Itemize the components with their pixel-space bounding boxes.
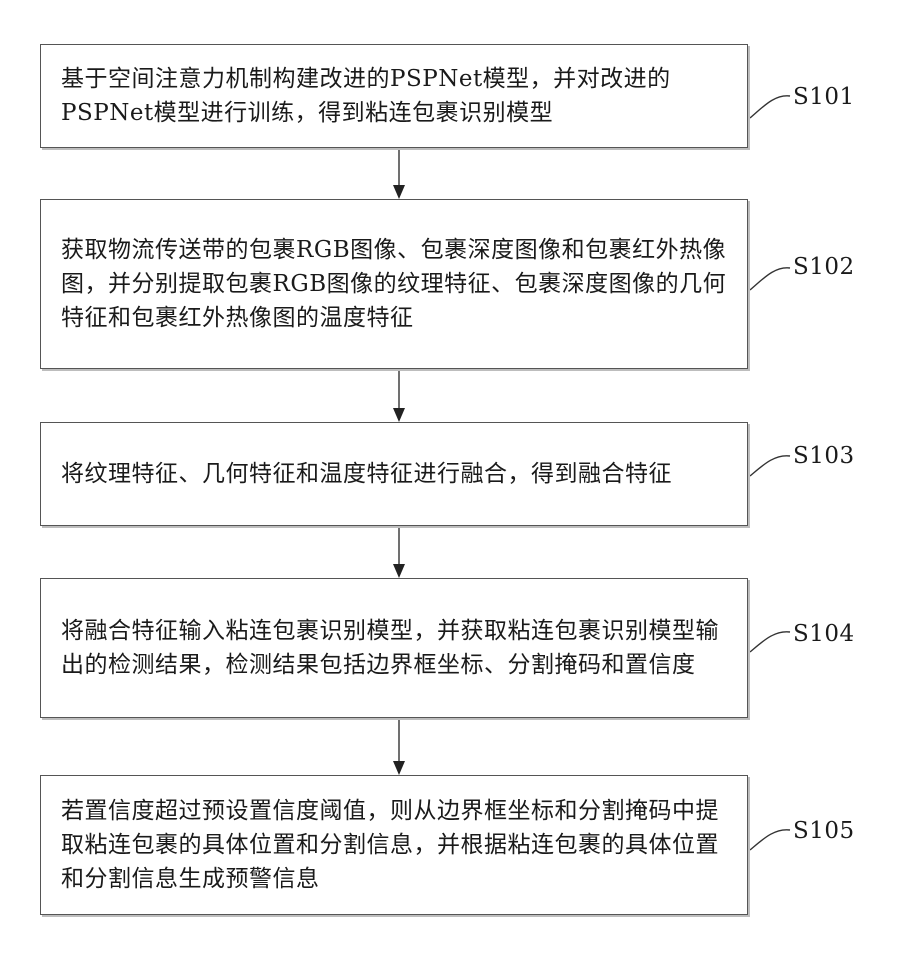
step-text-s101: 基于空间注意力机制构建改进的PSPNet模型，并对改进的PSPNet模型进行训练…: [61, 62, 731, 130]
step-label-s104: S104: [793, 621, 855, 647]
step-box-s101: 基于空间注意力机制构建改进的PSPNet模型，并对改进的PSPNet模型进行训练…: [40, 44, 748, 148]
step-text-s105: 若置信度超过预设置信度阈值，则从边界框坐标和分割掩码中提取粘连包裹的具体位置和分…: [61, 794, 731, 896]
step-box-s105: 若置信度超过预设置信度阈值，则从边界框坐标和分割掩码中提取粘连包裹的具体位置和分…: [40, 775, 748, 915]
arrow-1-2: [393, 148, 405, 199]
step-text-s102: 获取物流传送带的包裹RGB图像、包裹深度图像和包裹红外热像图，并分别提取包裹RG…: [61, 233, 731, 335]
arrow-3-4: [393, 526, 405, 578]
step-box-s102: 获取物流传送带的包裹RGB图像、包裹深度图像和包裹红外热像图，并分别提取包裹RG…: [40, 199, 748, 369]
leader-line-s104: [750, 632, 790, 652]
arrow-4-5: [393, 718, 405, 775]
step-box-s104: 将融合特征输入粘连包裹识别模型，并获取粘连包裹识别模型输出的检测结果，检测结果包…: [40, 578, 748, 718]
step-label-s103: S103: [793, 443, 855, 469]
leader-line-s102: [750, 268, 790, 290]
step-box-s103: 将纹理特征、几何特征和温度特征进行融合，得到融合特征: [40, 422, 748, 526]
step-text-s103: 将纹理特征、几何特征和温度特征进行融合，得到融合特征: [61, 457, 672, 491]
leader-line-s105: [750, 830, 790, 850]
step-label-s105: S105: [793, 818, 855, 844]
step-label-s101: S101: [793, 84, 855, 110]
leader-line-s101: [750, 96, 790, 118]
step-text-s104: 将融合特征输入粘连包裹识别模型，并获取粘连包裹识别模型输出的检测结果，检测结果包…: [61, 614, 731, 682]
step-label-s102: S102: [793, 254, 855, 280]
arrow-2-3: [393, 369, 405, 422]
leader-line-s103: [750, 456, 790, 476]
